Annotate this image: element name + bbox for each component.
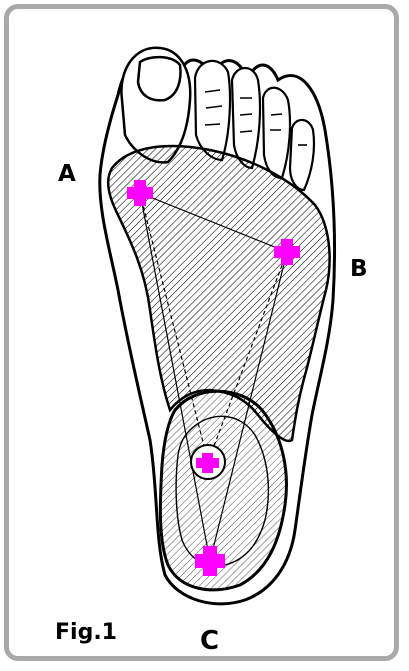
big-toe-nail	[138, 57, 180, 100]
toe-3	[232, 68, 260, 168]
point-label-a: A	[58, 163, 76, 186]
point-label-c: C	[200, 628, 219, 654]
figure-caption: Fig.1	[55, 622, 117, 644]
toe-4	[263, 88, 290, 178]
toe-2	[195, 61, 230, 160]
point-label-b: B	[350, 258, 368, 281]
